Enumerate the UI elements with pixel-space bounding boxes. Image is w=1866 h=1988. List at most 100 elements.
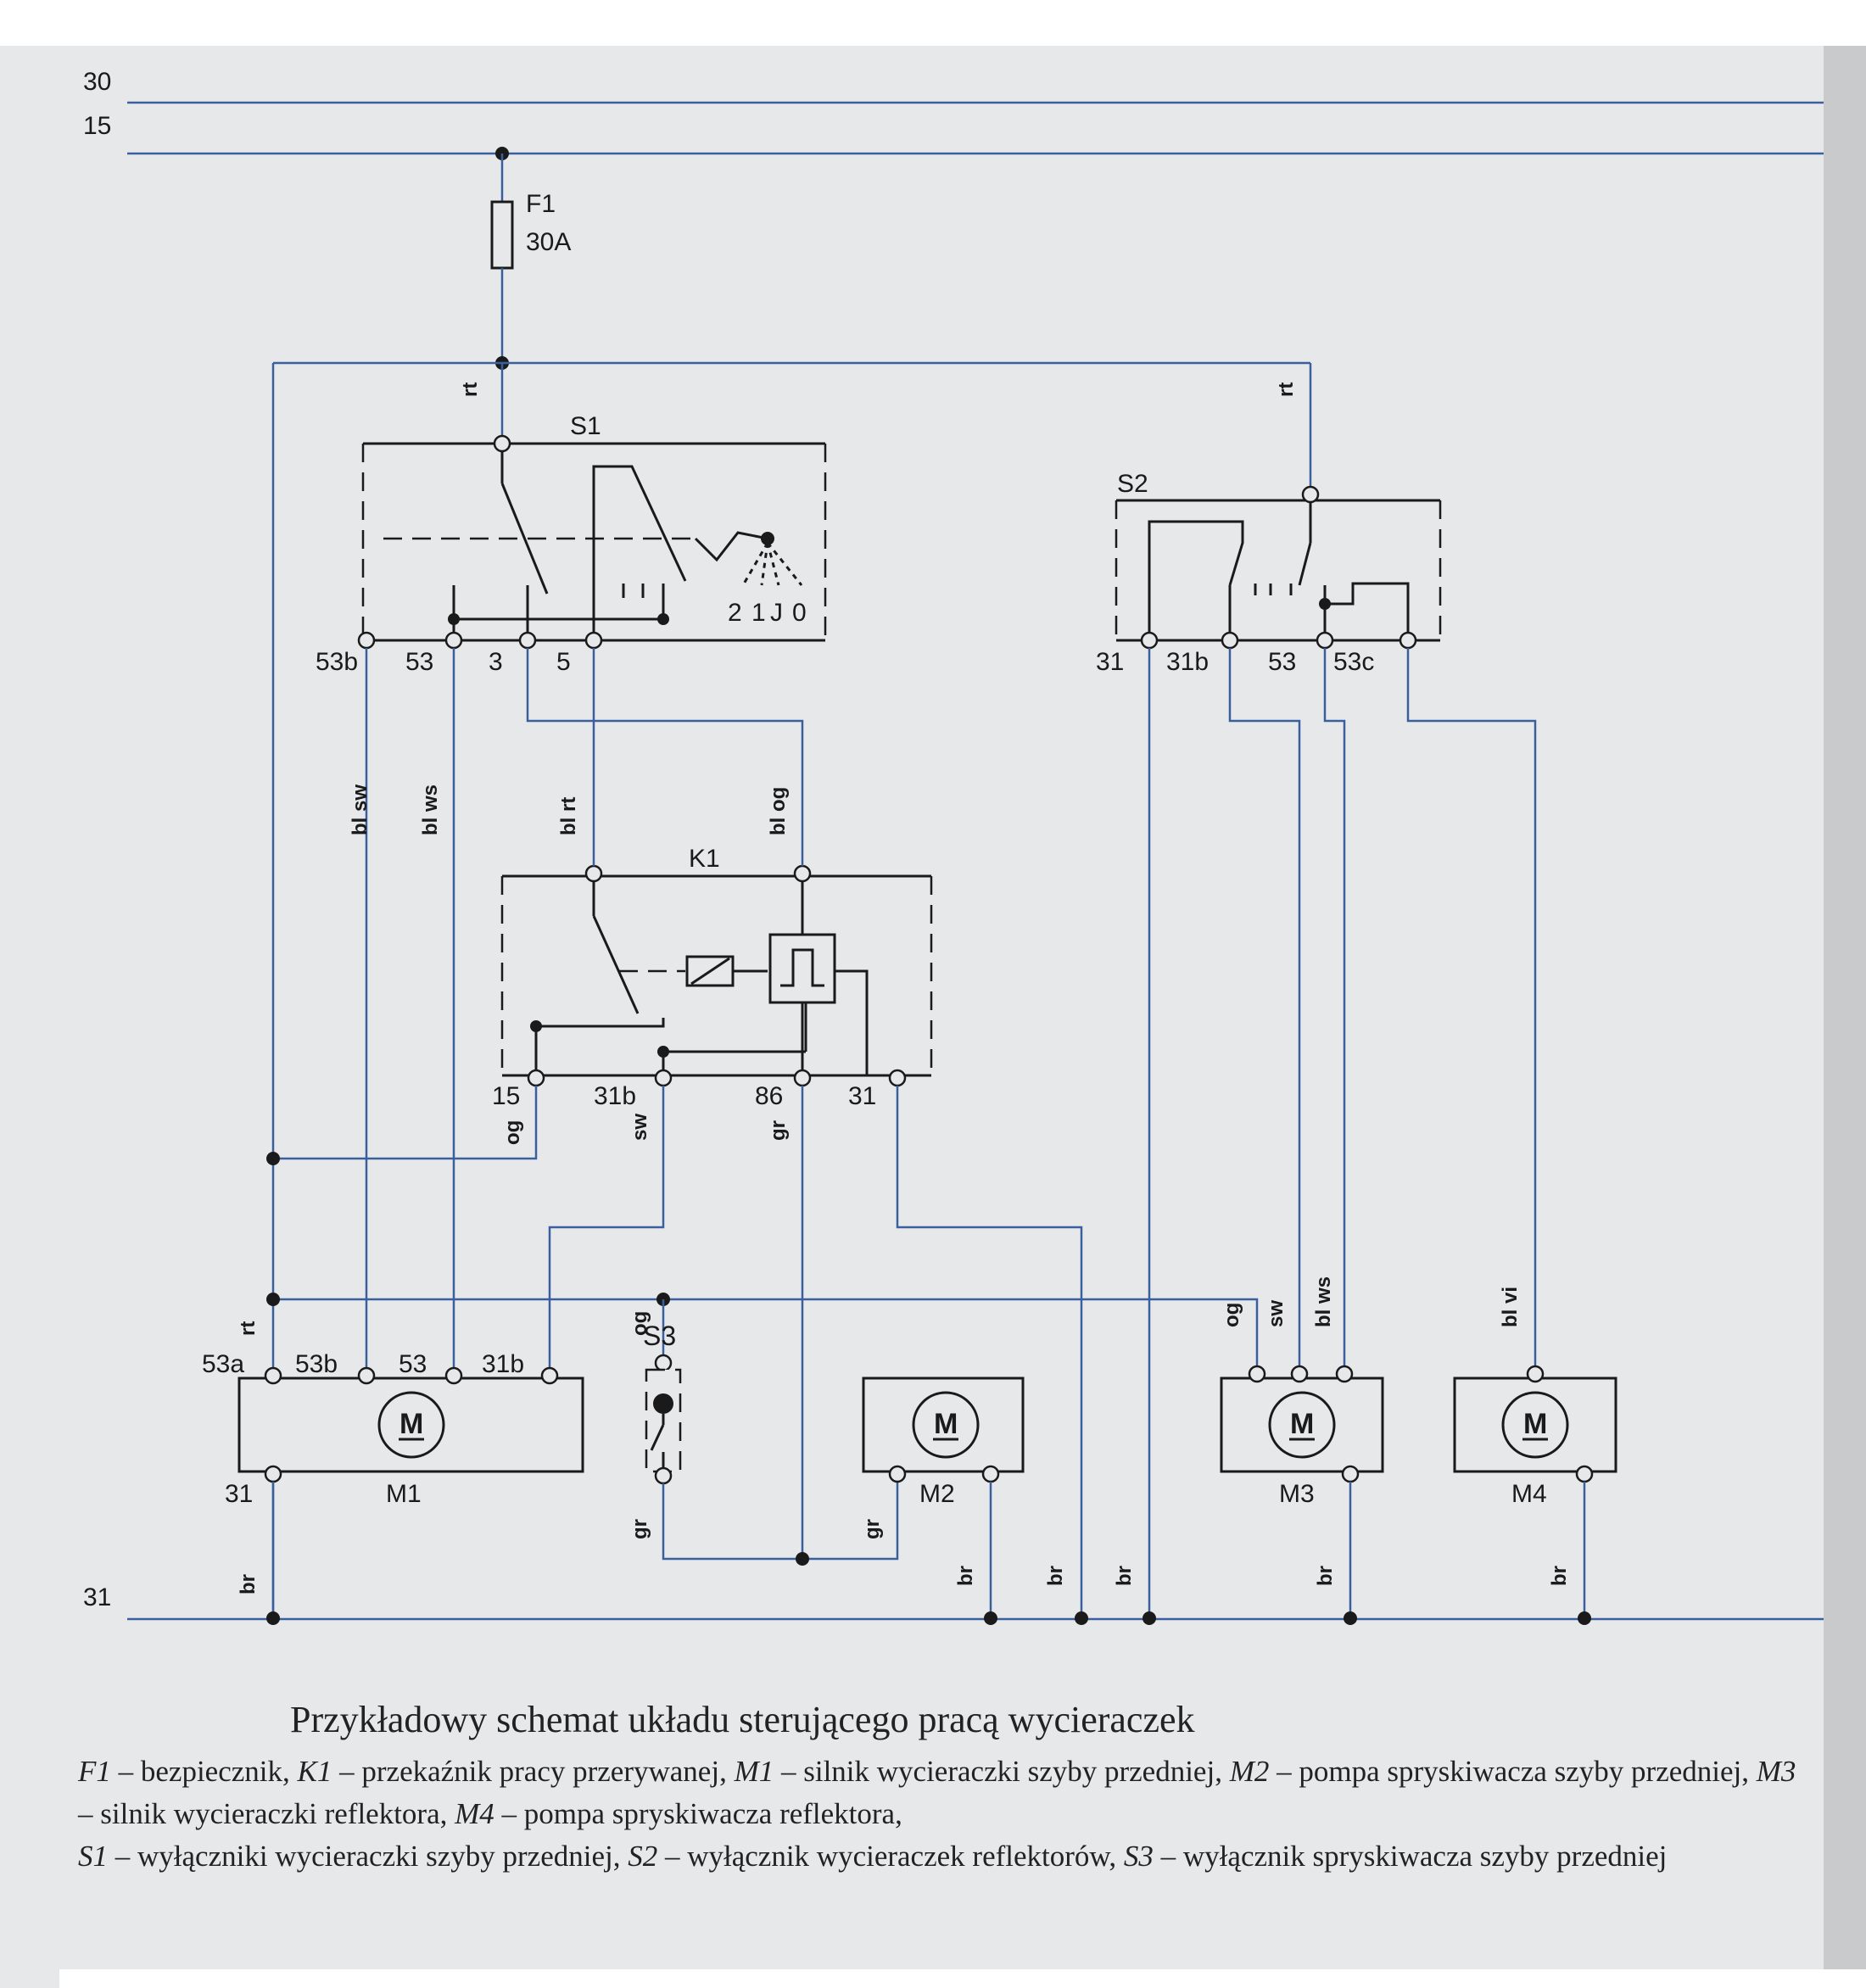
k1-terminal-86: 86 — [755, 1082, 783, 1110]
m3-terminal — [1341, 1465, 1360, 1483]
bus-lines: 30 15 31 — [83, 68, 1824, 1621]
wire-label-bl-vi: bl vi — [1499, 1287, 1522, 1327]
k1-terminal — [793, 864, 812, 883]
k1-terminal — [584, 864, 603, 883]
wire-label-rt: rt — [237, 1321, 260, 1336]
bus-30-label: 30 — [83, 68, 111, 96]
page-edge-shadow — [1824, 46, 1866, 1988]
wires-s2: sw bl ws bl vi — [1148, 648, 1537, 1618]
wires-positive-lower: rt og og — [237, 1293, 1259, 1365]
switch-s2: S2 31 31b 53 53c — [1096, 470, 1442, 676]
fuse-rating: 30A — [526, 228, 571, 256]
wire-label-bl-ws: bl ws — [419, 785, 442, 835]
wire-label-sw: sw — [629, 1114, 651, 1141]
m3-name: M3 — [1279, 1480, 1315, 1508]
wire-label-br: br — [237, 1574, 260, 1594]
m2-terminal — [981, 1465, 1000, 1483]
m1-symbol: M — [399, 1408, 423, 1440]
motor-icon — [1268, 1391, 1336, 1459]
m1-terminal-31: 31 — [225, 1480, 253, 1508]
k1-terminal — [527, 1069, 545, 1087]
caption-legend: F1 – bezpiecznik, K1 – przekaźnik pracy … — [78, 1755, 1796, 1873]
legend-code: M3 — [1756, 1755, 1796, 1788]
legend-desc: wyłącznik spryskiwacza szyby przedniej — [1182, 1840, 1668, 1873]
m1-terminal — [357, 1366, 376, 1385]
relay-k1: K1 15 31b — [492, 845, 933, 1110]
switch-s1: S1 2 1 J 0 — [316, 412, 827, 676]
motor-icon — [912, 1391, 980, 1459]
s3-terminal — [654, 1354, 673, 1372]
s3-name: S3 — [643, 1321, 676, 1351]
m3-terminal — [1248, 1365, 1266, 1383]
legend-desc: silnik wycieraczki szyby przedniej — [803, 1755, 1215, 1788]
m1-name: M1 — [386, 1480, 422, 1508]
wire-label-rt: rt — [1275, 383, 1298, 397]
m3-terminal — [1290, 1365, 1309, 1383]
m1-terminal — [540, 1366, 559, 1385]
m1-terminal-31b: 31b — [482, 1350, 524, 1378]
wire-label-og: og — [629, 1311, 651, 1336]
s1-position-1: 1 — [751, 599, 766, 627]
wire-label-br: br — [1314, 1566, 1337, 1586]
bus-15-label: 15 — [83, 112, 111, 140]
s1-position-0: 0 — [792, 599, 807, 627]
wire-label-br: br — [1113, 1566, 1136, 1586]
legend-code: M2 — [1229, 1755, 1270, 1788]
s2-terminal-31: 31 — [1096, 648, 1124, 676]
k1-terminal-31: 31 — [848, 1082, 876, 1110]
wire-label-br: br — [954, 1566, 977, 1586]
legend-desc: wyłącznik wycieraczek reflektorów — [687, 1840, 1109, 1873]
top-margin — [0, 0, 1866, 46]
motor-icon — [377, 1391, 445, 1459]
s2-terminal — [1140, 631, 1159, 650]
s1-terminal — [518, 631, 537, 650]
legend-desc: pompa spryskiwacza reflektora — [523, 1797, 896, 1830]
wire-label-rt: rt — [459, 383, 482, 397]
m1-terminal — [264, 1465, 282, 1483]
fuse-name: F1 — [526, 190, 556, 218]
s2-terminal-31b: 31b — [1166, 648, 1209, 676]
legend-desc: silnik wycieraczki reflektora — [100, 1797, 440, 1830]
fuse-symbol — [490, 200, 514, 270]
motor-icon — [1501, 1391, 1569, 1459]
legend-desc: przekaźnik pracy przerywanej — [361, 1755, 720, 1788]
wire-label-gr: gr — [767, 1120, 790, 1141]
wire-label-bl-og: bl og — [767, 787, 790, 835]
bottom-margin — [59, 1969, 1866, 1988]
s2-terminal — [1316, 631, 1334, 650]
s2-terminal — [1399, 631, 1417, 650]
legend-desc: wyłączniki wycieraczki szyby przedniej — [137, 1840, 613, 1873]
motor-m1: 53a 53b 53 31b M 31 M1 br — [202, 1350, 584, 1625]
wire-label-og: og — [1221, 1303, 1243, 1327]
m3-symbol: M — [1290, 1408, 1314, 1440]
legend-code: K1 — [297, 1755, 332, 1788]
s2-terminal-53: 53 — [1268, 648, 1296, 676]
m2-name: M2 — [919, 1480, 955, 1508]
wire-label-og: og — [501, 1120, 524, 1145]
wires-s1: bl sw bl ws bl rt bl og — [349, 648, 804, 1374]
m2-symbol: M — [934, 1408, 958, 1440]
m1-terminal — [264, 1366, 282, 1385]
m4-name: M4 — [1511, 1480, 1547, 1508]
m4-terminal — [1526, 1365, 1545, 1383]
m4-symbol: M — [1523, 1408, 1547, 1440]
motor-m4: M M4 br — [1453, 1365, 1617, 1625]
wire-label-gr: gr — [629, 1519, 651, 1539]
legend-code: S3 — [1123, 1840, 1154, 1873]
k1-name: K1 — [689, 845, 720, 873]
figure-caption: Przykładowy schemat układu sterującego p… — [78, 1695, 1808, 1878]
s1-position-2: 2 — [728, 599, 742, 627]
legend-code: M4 — [455, 1797, 494, 1830]
m4-terminal — [1575, 1465, 1594, 1483]
s2-name: S2 — [1117, 470, 1148, 498]
s1-terminal-3: 3 — [489, 648, 503, 676]
relay-timer — [768, 933, 836, 1004]
m1-terminal-53b: 53b — [295, 1350, 338, 1378]
wiper-circuit-diagram: .w { stroke: #3a5f9e; stroke-width: 2.5;… — [83, 68, 1824, 1625]
fuse-f1: F1 30A — [490, 147, 571, 370]
legend-desc: bezpiecznik — [140, 1755, 283, 1788]
s3-terminal — [654, 1466, 673, 1485]
m1-terminal — [444, 1366, 463, 1385]
legend-code: F1 — [78, 1755, 111, 1788]
